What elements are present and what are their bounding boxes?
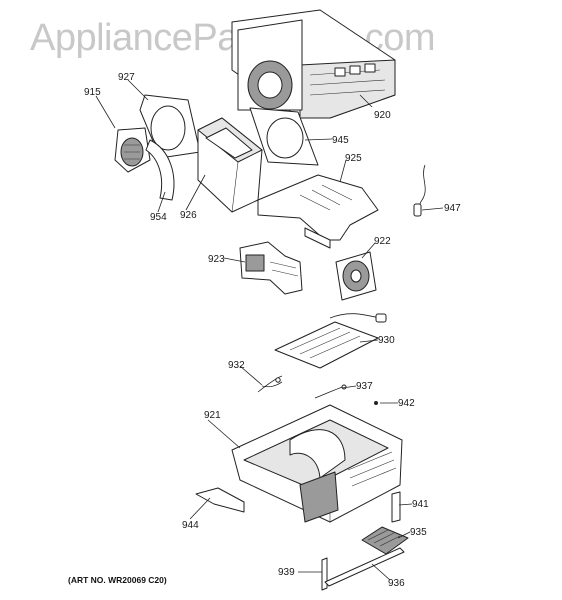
callout-915: 915 (84, 87, 101, 98)
part-932-harness (257, 375, 283, 393)
part-954-shroud (145, 139, 175, 201)
part-939-strip (321, 557, 328, 591)
callout-941: 941 (412, 499, 429, 510)
callout-932: 932 (228, 360, 245, 371)
callout-942: 942 (398, 398, 415, 409)
callout-939: 939 (278, 567, 295, 578)
part-922-fan (335, 251, 377, 301)
part-927-gasket (139, 94, 201, 159)
callout-930: 930 (378, 335, 395, 346)
art-number: (ART NO. WR20069 C20) (68, 575, 167, 585)
callout-922: 922 (374, 236, 391, 247)
callout-945: 945 (332, 135, 349, 146)
callout-947: 947 (444, 203, 461, 214)
callout-923: 923 (208, 254, 225, 265)
part-926-duct (197, 117, 263, 213)
part-920-housing (231, 9, 396, 119)
part-915-damper (114, 127, 151, 173)
part-923-motor (239, 241, 303, 295)
callout-936: 936 (388, 578, 405, 589)
part-935-grille (361, 526, 409, 555)
callout-925: 925 (345, 153, 362, 164)
part-936-trim (324, 547, 405, 587)
callout-927: 927 (118, 72, 135, 83)
part-942-screw (374, 401, 378, 405)
leader-lines (95, 79, 444, 581)
callout-926: 926 (180, 210, 197, 221)
part-941-bracket (391, 491, 401, 523)
callout-920: 920 (374, 110, 391, 121)
part-945-gasket (249, 107, 319, 166)
part-930-heater (274, 313, 387, 369)
callout-935: 935 (410, 527, 427, 538)
part-937-wire (314, 384, 347, 399)
callout-944: 944 (182, 520, 199, 531)
callout-921: 921 (204, 410, 221, 421)
callout-labels: 915 927 920 945 954 926 925 947 923 922 … (84, 72, 461, 589)
part-925-cover (257, 174, 379, 249)
part-944-shim (195, 487, 245, 513)
callout-954: 954 (150, 212, 167, 223)
part-921-tray (231, 404, 403, 523)
callout-937: 937 (356, 381, 373, 392)
part-947-sensor (413, 164, 426, 217)
